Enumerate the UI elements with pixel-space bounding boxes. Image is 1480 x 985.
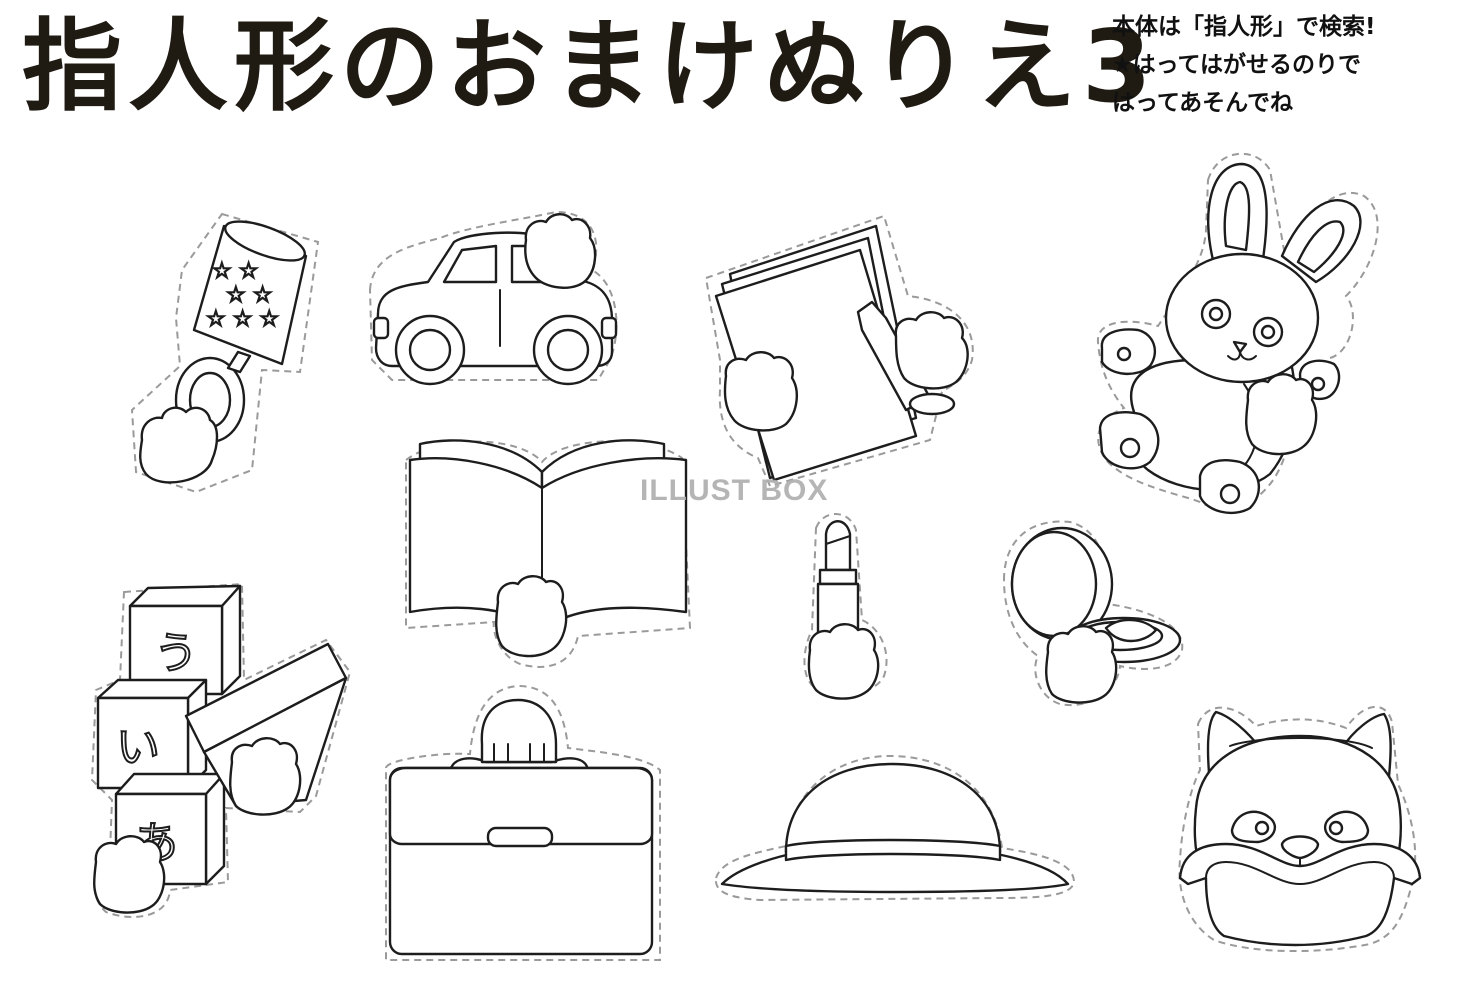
block-i: い: [96, 678, 208, 790]
rattle-cutout[interactable]: ☆ ☆ ☆ ☆ ☆ ☆ ☆: [130, 212, 320, 494]
open-book-icon: [408, 439, 688, 632]
hat-cutout[interactable]: [714, 754, 1076, 902]
watermark: ILLUST BOX: [640, 474, 829, 507]
paw-hand-icon: [1045, 625, 1118, 704]
block-u: う: [128, 584, 242, 696]
school-bag-cutout[interactable]: [385, 684, 661, 961]
book-cutout[interactable]: [405, 439, 692, 668]
hat-icon: [720, 762, 1070, 894]
block-letter-i: い: [116, 722, 160, 773]
school-bag-icon: [388, 757, 654, 956]
svg-text:☆ ☆: ☆ ☆: [226, 283, 272, 308]
page-title: 指人形のおまけぬりえ3: [22, 8, 1158, 125]
paw-hand-icon: [139, 406, 219, 484]
paw-hand-icon: [93, 737, 302, 914]
paw-hand-icon: [1245, 373, 1318, 456]
lipstick-cutout[interactable]: [803, 513, 888, 700]
svg-text:☆ ☆ ☆: ☆ ☆ ☆: [206, 307, 279, 332]
block-letter-u: う: [154, 628, 198, 679]
rabbit-cutout[interactable]: [1096, 152, 1379, 515]
instruction-line-1: 本体は「指人形」で検索!: [1112, 14, 1376, 40]
paw-hand-icon: [807, 623, 880, 700]
dog-pouch-icon: [1178, 710, 1422, 947]
blocks-cutout[interactable]: う い あ: [90, 582, 352, 918]
rabbit-icon: [1098, 162, 1362, 515]
instruction-line-3: はってあそんでね: [1112, 90, 1294, 116]
car-cutout[interactable]: [368, 210, 618, 386]
paw-hand-icon: [495, 575, 568, 658]
svg-text:☆ ☆: ☆ ☆: [212, 259, 258, 284]
compact-cutout[interactable]: [1002, 520, 1184, 707]
paw-hand-icon: [723, 311, 969, 432]
instruction-line-2: ★はってはがせるのりで: [1112, 52, 1362, 78]
instruction-note: 本体は「指人形」で検索! ★はってはがせるのりで はってあそんでね: [1112, 8, 1472, 122]
paw-hand-icon: [480, 698, 558, 764]
drawing-paper-cutout[interactable]: [704, 214, 974, 488]
paw-hand-icon: [524, 213, 597, 289]
dog-pouch-cutout[interactable]: [1178, 705, 1422, 953]
